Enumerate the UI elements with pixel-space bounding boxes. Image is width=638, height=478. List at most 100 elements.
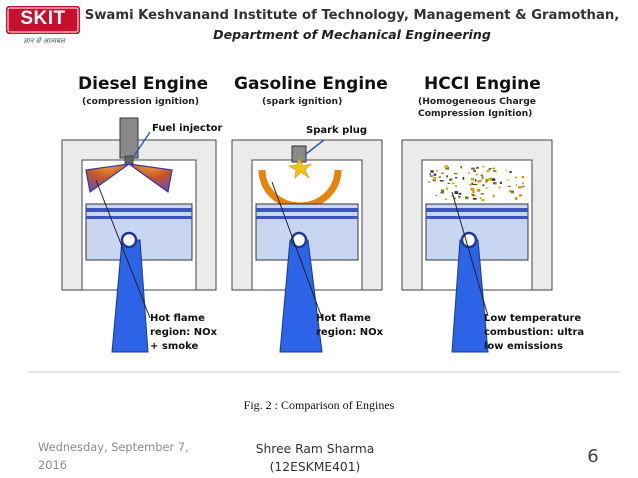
- combustion-particle: [435, 195, 438, 197]
- combustion-particle: [455, 184, 457, 188]
- combustion-particle: [515, 184, 518, 186]
- combustion-particle: [460, 165, 463, 169]
- combustion-particle: [472, 194, 476, 197]
- combustion-particle: [446, 187, 449, 190]
- combustion-particle: [492, 167, 496, 170]
- combustion-particle: [487, 178, 491, 181]
- combustion-particle: [507, 185, 511, 187]
- combustion-particle: [429, 175, 433, 177]
- combustion-particle: [441, 172, 444, 174]
- combustion-particle: [499, 181, 502, 184]
- combustion-particle: [440, 192, 444, 194]
- combustion-particle: [465, 196, 469, 200]
- hcci-engine: [401, 139, 553, 353]
- fuel-spray-right: [128, 163, 173, 194]
- combustion-particle: [455, 177, 458, 179]
- fuel-injector-icon: [119, 117, 139, 159]
- combustion-particle: [454, 191, 459, 194]
- combustion-particle: [430, 170, 434, 173]
- combustion-particle: [445, 166, 450, 170]
- combustion-particle: [471, 182, 474, 185]
- combustion-particle: [451, 182, 455, 185]
- diesel-title: Diesel Engine: [78, 74, 209, 94]
- fuel-spray-left: [85, 163, 130, 194]
- combustion-particle: [509, 190, 512, 193]
- spark-icon: [288, 157, 312, 179]
- combustion-particle: [433, 173, 437, 176]
- combustion-particle: [457, 195, 461, 198]
- combustion-particle: [469, 183, 473, 186]
- skit-logo: SKIT ज्ञान से आत्मबल: [6, 6, 80, 52]
- combustion-particle: [428, 181, 431, 183]
- combustion-particle: [521, 176, 525, 178]
- footer-author: Shree Ram Sharma (12ESKME401): [255, 442, 375, 474]
- combustion-particle: [509, 171, 512, 173]
- figure-caption: Fig. 2 : Comparison of Engines: [243, 398, 395, 412]
- engine-comparison-diagram: [28, 117, 620, 373]
- combustion-particle: [441, 189, 445, 193]
- combustion-particle: [449, 178, 453, 181]
- spark-plug-label: Spark plug: [306, 125, 368, 136]
- combustion-particle: [475, 173, 478, 176]
- combustion-particle: [454, 197, 456, 200]
- combustion-particle: [436, 169, 438, 172]
- combustion-particle: [471, 177, 474, 181]
- combustion-particle: [486, 169, 490, 173]
- combustion-particle: [444, 198, 448, 200]
- hcci-wrist-pin: [460, 231, 478, 249]
- combustion-particle: [479, 197, 482, 199]
- hcci-subtitle-line1: (Homogeneous Charge: [418, 96, 537, 107]
- combustion-particle: [472, 183, 477, 185]
- combustion-particle: [472, 190, 475, 193]
- homogeneous-combustion-particles: [428, 165, 525, 202]
- institute-title: Swami Keshvanand Institute of Technology…: [84, 8, 620, 23]
- gasoline-wrist-pin: [290, 231, 308, 249]
- combustion-particle: [433, 177, 436, 180]
- combustion-particle: [439, 176, 441, 178]
- combustion-particle: [485, 180, 488, 183]
- combustion-particle: [439, 180, 444, 182]
- diesel-wrist-pin: [120, 231, 138, 249]
- combustion-particle: [480, 193, 485, 195]
- logo-tagline: ज्ञान से आत्मबल: [23, 37, 65, 45]
- combustion-particle: [498, 186, 501, 189]
- combustion-particle: [476, 184, 478, 186]
- combustion-particle: [471, 167, 475, 170]
- combustion-particle: [522, 182, 524, 185]
- combustion-particle: [476, 188, 481, 192]
- hcci-flame-label: Low temperature combustion: ultra low em…: [484, 313, 585, 352]
- combustion-particle: [492, 182, 497, 185]
- combustion-particle: [474, 179, 477, 182]
- combustion-particle: [481, 198, 485, 202]
- combustion-particle: [473, 170, 476, 172]
- combustion-particle: [518, 194, 523, 197]
- combustion-particle: [514, 197, 518, 201]
- combustion-particle: [492, 194, 495, 198]
- gasoline-title: Gasoline Engine: [234, 74, 388, 94]
- hcci-title: HCCI Engine: [424, 74, 541, 94]
- combustion-particle: [489, 177, 492, 181]
- combustion-particle: [472, 194, 475, 196]
- combustion-particle: [444, 165, 448, 169]
- gasoline-flame-label: Hot flame region: NOx: [316, 313, 384, 338]
- combustion-particle: [458, 192, 462, 195]
- footer-date: Wednesday, September 7, 2016: [38, 440, 189, 472]
- combustion-particle: [447, 182, 450, 184]
- page-number: 6: [587, 446, 599, 467]
- logo-text: SKIT: [20, 8, 66, 29]
- combustion-particle: [487, 178, 490, 180]
- combustion-particle: [467, 172, 471, 174]
- gasoline-engine: [231, 139, 383, 353]
- combustion-particle: [482, 184, 485, 187]
- combustion-particle: [472, 197, 477, 200]
- combustion-particle: [429, 173, 432, 175]
- combustion-particle: [476, 166, 479, 169]
- combustion-particle: [511, 190, 514, 194]
- logo-banner: [6, 6, 80, 34]
- hcci-subtitle-line2: Compression Ignition): [418, 108, 533, 119]
- diesel-flame-label: Hot flame region: NOx + smoke: [150, 313, 218, 352]
- combustion-particle: [480, 174, 483, 176]
- fuel-injector-label: Fuel injector: [152, 123, 223, 134]
- combustion-particle: [518, 186, 522, 189]
- combustion-particle: [488, 168, 491, 170]
